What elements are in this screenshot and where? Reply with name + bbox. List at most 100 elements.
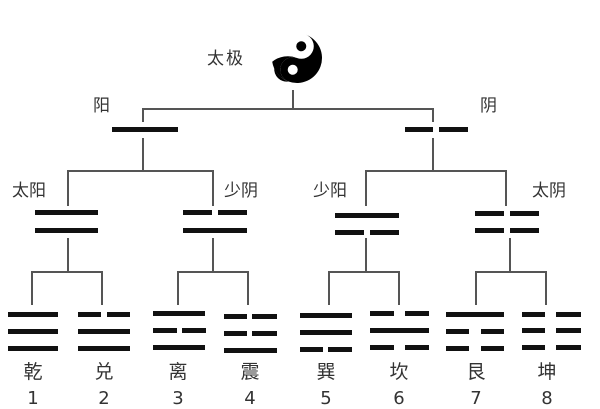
trigram-line xyxy=(481,346,504,351)
trigram-name-li: 离 xyxy=(168,361,188,383)
connector xyxy=(475,271,477,305)
trigram-name-xun: 巽 xyxy=(316,361,336,383)
yin-line-left xyxy=(405,127,433,132)
trigram-name-qian: 乾 xyxy=(23,361,43,383)
connector xyxy=(142,138,144,170)
yang-line xyxy=(112,127,178,132)
connector xyxy=(545,271,547,305)
connector xyxy=(142,108,144,122)
trigram-name-dui: 兑 xyxy=(94,361,114,383)
bigram-line xyxy=(475,211,504,216)
trigram-line xyxy=(405,345,429,350)
trigram-line xyxy=(300,313,352,318)
trigram-line xyxy=(522,328,545,333)
taiji-label: 太极 xyxy=(207,49,245,69)
trigram-line xyxy=(446,329,469,334)
connector xyxy=(31,271,33,305)
connector xyxy=(398,271,400,305)
trigram-line xyxy=(153,345,205,350)
trigram-line xyxy=(153,328,177,333)
trigram-line xyxy=(252,331,277,336)
connector xyxy=(292,90,294,110)
trigram-line xyxy=(153,311,205,316)
trigram-line xyxy=(370,311,394,316)
trigram-line xyxy=(446,312,504,317)
trigram-name-gen: 艮 xyxy=(466,361,486,383)
bigram-line xyxy=(183,210,212,215)
trigram-line xyxy=(224,331,247,336)
shao-yin-label: 少阴 xyxy=(224,181,258,201)
trigram-line xyxy=(224,348,277,353)
connector xyxy=(67,238,69,272)
connector xyxy=(432,108,434,122)
trigram-line xyxy=(182,328,206,333)
connector xyxy=(67,170,69,206)
bigram-line xyxy=(35,210,98,215)
trigram-number: 6 xyxy=(393,388,405,409)
connector xyxy=(365,170,507,172)
connector xyxy=(328,271,330,305)
connector xyxy=(67,170,213,172)
connector xyxy=(475,271,547,273)
connector xyxy=(505,170,507,206)
connector xyxy=(101,271,103,305)
trigram-line xyxy=(481,329,504,334)
trigram-number: 2 xyxy=(98,388,110,409)
trigram-number: 3 xyxy=(172,388,184,409)
trigram-line xyxy=(8,312,58,317)
trigram-line xyxy=(446,346,469,351)
bigram-line xyxy=(183,228,247,233)
trigram-name-zhen: 震 xyxy=(240,361,260,383)
trigram-number: 7 xyxy=(470,388,482,409)
yin-line-right xyxy=(439,127,468,132)
connector xyxy=(142,108,434,110)
trigram-line xyxy=(78,329,130,334)
trigram-name-kan: 坎 xyxy=(389,361,409,383)
connector xyxy=(365,238,367,272)
trigram-line xyxy=(78,312,101,317)
bigram-line xyxy=(475,228,504,233)
trigram-line xyxy=(8,329,58,334)
trigram-line xyxy=(556,328,581,333)
yang-label: 阳 xyxy=(93,96,110,116)
connector xyxy=(212,170,214,206)
connector xyxy=(247,271,249,305)
trigram-line xyxy=(370,345,394,350)
connector xyxy=(509,238,511,272)
connector xyxy=(432,138,434,170)
trigram-name-kun: 坤 xyxy=(537,361,557,383)
shao-yang-label: 少阳 xyxy=(313,181,347,201)
bigram-line xyxy=(335,213,399,218)
bigram-line xyxy=(510,228,539,233)
trigram-line xyxy=(370,328,429,333)
trigram-line xyxy=(556,312,581,317)
trigram-line xyxy=(300,330,352,335)
trigram-number: 4 xyxy=(244,388,256,409)
connector xyxy=(31,271,103,273)
connector xyxy=(365,170,367,206)
connector xyxy=(177,271,248,273)
trigram-line xyxy=(78,346,130,351)
trigram-line xyxy=(107,312,130,317)
bigram-line xyxy=(510,211,539,216)
trigram-number: 5 xyxy=(320,388,332,409)
tai-yin-label: 太阴 xyxy=(532,181,566,201)
trigram-line xyxy=(328,347,352,352)
yin-label: 阴 xyxy=(480,96,497,116)
connector xyxy=(212,238,214,272)
bigram-line xyxy=(35,228,98,233)
trigram-line xyxy=(252,314,277,319)
connector xyxy=(177,271,179,305)
trigram-line xyxy=(8,346,58,351)
yin-yang-symbol xyxy=(270,18,324,94)
connector xyxy=(328,271,400,273)
trigram-number: 8 xyxy=(541,388,553,409)
bigram-line xyxy=(370,230,399,235)
trigram-line xyxy=(522,345,545,350)
bigram-line xyxy=(218,210,247,215)
tai-yang-label: 太阳 xyxy=(12,181,46,201)
bigram-line xyxy=(335,230,364,235)
trigram-number: 1 xyxy=(27,388,39,409)
trigram-line xyxy=(522,312,545,317)
trigram-line xyxy=(556,345,581,350)
